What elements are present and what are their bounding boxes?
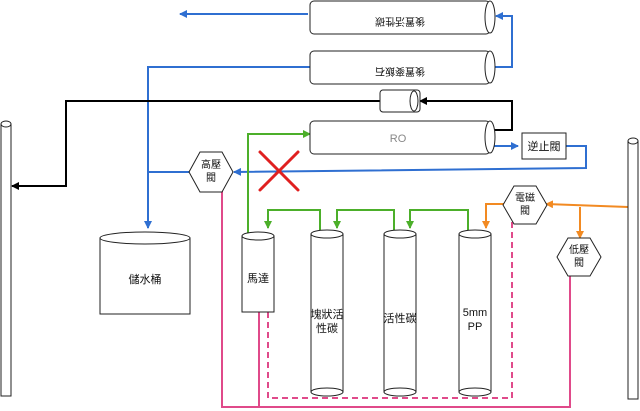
pp-filter: 5mm PP <box>458 229 492 397</box>
solenoid-valve: 電磁 閥 <box>502 185 548 225</box>
high-pressure-valve-label-2: 閥 <box>206 172 216 184</box>
right-pipe <box>627 137 639 400</box>
granular-carbon-label: 活性碳 <box>384 311 417 325</box>
pp-label-2: PP <box>468 321 483 333</box>
left-pipe <box>0 120 12 397</box>
block-carbon-filter: 塊狀活 性碳 <box>310 229 344 397</box>
electric-wiring <box>221 190 571 408</box>
flow-restrictor <box>379 89 421 113</box>
blocked-path-x <box>258 150 300 192</box>
raw-water-inlet <box>482 200 629 239</box>
prefilter-lines <box>247 130 469 234</box>
post-carbon-filter: 後置活性碳 <box>309 0 496 35</box>
tank-label: 儲水桶 <box>129 272 162 286</box>
high-pressure-valve-label-1: 高壓 <box>201 158 221 171</box>
block-carbon-label-2: 性碳 <box>316 321 338 335</box>
check-valve-label: 逆止閥 <box>528 139 561 153</box>
low-pressure-valve: 低壓 閥 <box>556 237 602 277</box>
low-pressure-valve-label-2: 閥 <box>574 257 584 269</box>
post-stone-label: 後置麥飯石 <box>375 65 425 78</box>
block-carbon-label-1: 塊狀活 <box>311 307 344 321</box>
post-carbon-label: 後置活性碳 <box>375 15 425 28</box>
post-stone-filter: 後置麥飯石 <box>309 50 496 85</box>
solenoid-valve-label-1: 電磁 <box>515 191 535 204</box>
storage-tank: 儲水桶 <box>99 231 191 315</box>
ro-membrane: RO <box>309 120 496 155</box>
check-valve: 逆止閥 <box>521 132 567 160</box>
granular-carbon-filter: 活性碳 <box>383 229 417 397</box>
high-pressure-valve: 高壓 閥 <box>188 151 234 193</box>
drain-line <box>11 97 513 190</box>
solenoid-valve-label-2: 閥 <box>520 205 530 217</box>
pump-label: 馬達 <box>247 272 269 285</box>
pump: 馬達 <box>241 231 275 313</box>
ro-label: RO <box>390 133 407 145</box>
pp-label-1: 5mm <box>463 307 487 319</box>
low-pressure-valve-label-1: 低壓 <box>569 243 589 256</box>
